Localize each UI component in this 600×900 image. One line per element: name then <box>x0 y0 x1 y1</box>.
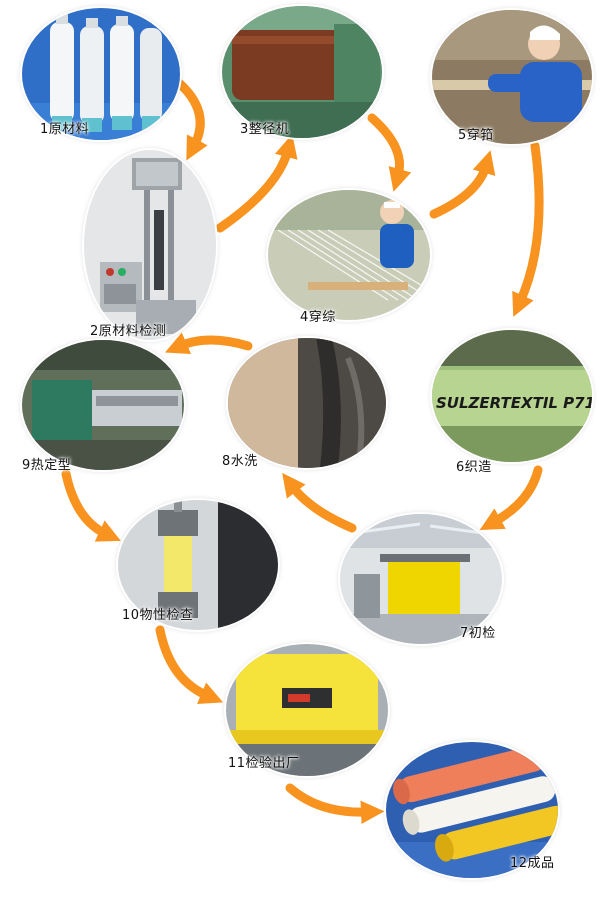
step-3-warping-machine <box>222 6 382 138</box>
arrow-8-to-9 <box>164 332 253 354</box>
arrow-3-to-4 <box>367 113 412 192</box>
step-2-material-testing <box>84 150 216 340</box>
arrow-11-to-12 <box>285 783 385 824</box>
step-4-label: 4穿综 <box>300 310 336 325</box>
heat-setting-image <box>22 340 184 470</box>
step-5-label: 5穿筘 <box>458 128 494 143</box>
step-7-label: 7初检 <box>460 626 496 641</box>
arrow-2-to-3 <box>215 134 298 233</box>
tensile-tester-image <box>118 500 278 630</box>
reed-drawing-image <box>432 10 592 144</box>
mesh-rolls-image <box>386 742 558 878</box>
step-8-washing <box>228 338 386 468</box>
arrow-10-to-11 <box>155 625 224 705</box>
arrow-6-to-7 <box>479 465 543 530</box>
testing-machine-image <box>84 150 216 340</box>
arrow-1-to-2 <box>173 77 208 161</box>
step-12-finished-product <box>386 742 558 878</box>
arrow-7-to-8 <box>282 472 357 533</box>
step-10-physical-test <box>118 500 278 630</box>
step-10-label: 10物性检查 <box>122 608 194 623</box>
step-2-label: 2原材料检测 <box>90 324 167 339</box>
step-3-label: 3整径机 <box>240 122 290 137</box>
loom-brand-sign: SULZERTEXTIL P715C <box>436 394 592 412</box>
step-6-label: 6织造 <box>456 460 492 475</box>
step-12-label: 12成品 <box>510 856 555 871</box>
arrow-5-to-6 <box>512 141 544 317</box>
arrow-4-to-5 <box>429 150 496 219</box>
step-9-heat-setting <box>22 340 184 470</box>
heddle-drawing-image <box>268 190 430 320</box>
yarn-bobbins-image <box>22 8 180 140</box>
arrow-9-to-10 <box>61 469 121 542</box>
warping-machine-image <box>222 6 382 138</box>
step-9-label: 9热定型 <box>22 458 72 473</box>
step-5-reed-drawing <box>432 10 592 144</box>
step-8-label: 8水洗 <box>222 454 258 469</box>
step-1-raw-material <box>22 8 180 140</box>
step-4-heddle-drawing <box>268 190 430 320</box>
sulzer-loom-image: SULZERTEXTIL P715C <box>432 330 592 462</box>
step-6-weaving: SULZERTEXTIL P715C <box>432 330 592 462</box>
washing-tank-image <box>228 338 386 468</box>
step-1-label: 1原材料 <box>40 122 90 137</box>
step-11-label: 11检验出厂 <box>228 756 300 771</box>
